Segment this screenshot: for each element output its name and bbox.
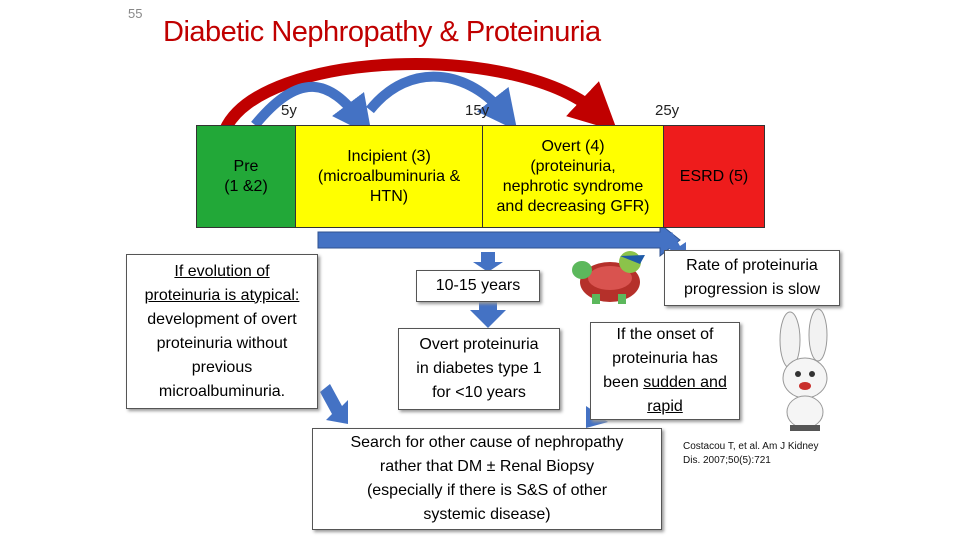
stage-overt: Overt (4)(proteinuria,nephrotic syndrome… xyxy=(482,125,664,228)
blue-arc-arrow-1 xyxy=(251,81,373,136)
timeline-label-5y: 5y xyxy=(281,102,297,119)
search-box: Search for other cause of nephropathy ra… xyxy=(312,428,662,530)
red-arc-arrow xyxy=(219,58,618,133)
stage-pre: Pre(1 &2) xyxy=(196,125,296,228)
blue-arc-arrow-2 xyxy=(366,71,518,131)
stage-incipient: Incipient (3)(microalbuminuria &HTN) xyxy=(295,125,483,228)
diag-arrow-left xyxy=(320,384,348,424)
slide-number: 55 xyxy=(128,6,143,21)
atypical-evolution-box: If evolution of proteinuria is atypical:… xyxy=(126,254,318,409)
onset-box: If the onset of proteinuria has been sud… xyxy=(590,322,740,420)
citation: Costacou T, et al. Am J Kidney Dis. 2007… xyxy=(683,441,819,466)
down-arrow-1 xyxy=(473,252,503,272)
rabbit-image xyxy=(779,308,828,431)
years-box: 10-15 years xyxy=(416,270,540,302)
timeline-label-25y: 25y xyxy=(655,102,680,119)
timeline-label-15y: 15y xyxy=(465,102,490,119)
page-title: Diabetic Nephropathy & Proteinuria xyxy=(163,16,601,48)
turtle-image xyxy=(572,251,645,304)
stage-esrd: ESRD (5) xyxy=(663,125,765,228)
timeline-arrow xyxy=(317,222,681,258)
down-arrow-2 xyxy=(470,300,506,328)
